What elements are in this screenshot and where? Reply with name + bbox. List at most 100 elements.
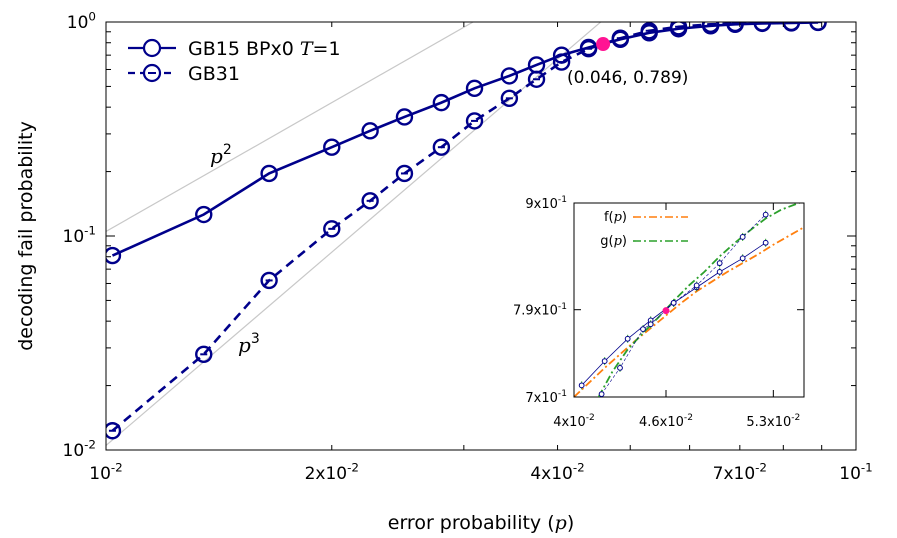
p3-label-base: p: [238, 333, 251, 357]
inset-legend-f-label: f(p): [604, 210, 627, 225]
inset-legend: f(p) g(p): [600, 210, 688, 249]
x-axis-label-text: error probability (: [388, 512, 555, 534]
inset-point-gb15: [762, 239, 769, 246]
inset-point-gb31: [762, 211, 769, 218]
inset-series: [574, 203, 804, 397]
inset-y-tick-label: 9x10-1: [525, 195, 567, 212]
data-point-gb31: [579, 40, 598, 58]
y-axis-label: decoding fail probability: [15, 121, 37, 351]
data-point-gb31: [527, 70, 546, 88]
inset-plot: 4x10-2 4.6x10-2 5.3x10-2 7x10-1 7.9x10-1 9x1…: [513, 195, 805, 430]
data-point-gb15: [106, 246, 122, 265]
reference-line-p3: [106, 22, 602, 447]
p3-label-exp: 3: [251, 331, 260, 347]
inset-point-gb15: [601, 358, 608, 365]
data-point-gb31: [669, 22, 688, 36]
x-tick-label: 4x10-2: [530, 460, 584, 484]
data-point-gb31: [552, 53, 571, 71]
inset-x-tick-label: 4.6x10-2: [639, 413, 693, 430]
x-tick-label: 2x10-2: [305, 460, 359, 484]
inset-frame: [573, 202, 805, 398]
inset-legend-f-close: ): [622, 210, 627, 225]
legend-label-gb15-var: T: [300, 38, 314, 60]
data-point-gb31: [195, 345, 213, 364]
inset-legend-g-var: p: [614, 234, 623, 249]
data-point-gb31: [640, 22, 658, 40]
crossing-point-label: (0.046, 0.789): [567, 68, 688, 88]
data-point-gb31: [432, 138, 451, 156]
x-axis-label-close: ): [567, 512, 574, 534]
legend-marker-gb15: [142, 38, 162, 58]
x-tick-label: 7x10-2: [713, 460, 767, 484]
inset-point-gb31: [640, 326, 646, 333]
data-point-gb31: [361, 192, 379, 210]
x-tick-labels: 10-2 2x10-2 4x10-2 7x10-2 10-1: [89, 460, 873, 484]
inset-point-gb15: [716, 268, 723, 275]
data-point-gb31: [323, 220, 341, 238]
inset-legend-g-close: ): [622, 234, 627, 249]
inset-legend-g-label: g(p): [600, 234, 627, 249]
inset-point-gb31: [716, 260, 723, 267]
data-point-gb31: [611, 29, 630, 47]
inset-legend-f-var: p: [614, 210, 623, 225]
inset-point-gb31: [693, 282, 700, 289]
data-point-gb31: [500, 89, 519, 108]
inset-fit-g: [597, 203, 802, 397]
inset-point-gb15: [739, 255, 746, 262]
crossing-point-marker: [596, 37, 611, 52]
p3-label: p3: [238, 331, 260, 357]
data-point-gb15: [260, 164, 278, 183]
x-tick-label: 10-2: [89, 460, 123, 484]
data-point-gb15: [465, 79, 484, 97]
inset-point-gb31: [617, 365, 623, 371]
data-point-gb31: [701, 22, 720, 34]
x-tick-label: 10-1: [839, 460, 873, 484]
data-point-gb15: [323, 138, 341, 156]
inset-y-tick-label: 7.9x10-1: [513, 302, 567, 319]
x-axis-label-var: p: [555, 512, 567, 534]
legend-label-gb15-part1: GB15 BPx0: [188, 38, 300, 60]
y-tick-labels: 10-2 10-1 100: [63, 9, 97, 461]
inset-y-tick-label: 7x10-1: [525, 389, 567, 406]
y-tick-label: 10-1: [63, 223, 97, 247]
p2-label: p2: [210, 142, 232, 168]
data-point-gb31: [260, 271, 278, 290]
data-point-gb15: [195, 205, 213, 224]
inset-point-gb31: [739, 234, 746, 240]
legend-entry-gb31: GB31: [128, 63, 240, 85]
legend-label-gb15: GB15 BPx0 T=1: [188, 38, 341, 60]
p2-label-base: p: [210, 144, 223, 168]
inset-x-tick-labels: 4x10-2 4.6x10-2 5.3x10-2: [553, 413, 800, 430]
inset-fit-f: [574, 226, 804, 397]
data-point-gb31: [465, 112, 484, 130]
inset-crossing-point: [662, 307, 670, 315]
legend-label-gb15-part3: =1: [313, 38, 341, 60]
data-point-gb31: [395, 164, 414, 183]
inset-ticks: [573, 202, 804, 398]
data-point-gb15: [500, 67, 519, 85]
inset-legend-g-base: g(: [600, 234, 613, 249]
axis-ticks: [105, 21, 857, 451]
inset-y-tick-labels: 7x10-1 7.9x10-1 9x10-1: [513, 195, 567, 406]
legend: GB15 BPx0 T=1 GB31: [128, 38, 341, 85]
inset-legend-f-base: f(: [604, 210, 614, 225]
inset-x-tick-label: 5.3x10-2: [746, 413, 800, 430]
data-point-gb15: [395, 108, 414, 126]
inset-point-gb31: [647, 321, 654, 328]
data-point-gb31: [726, 22, 744, 33]
data-point-gb15: [361, 122, 379, 140]
p2-label-exp: 2: [223, 142, 232, 158]
inset-point-gb15: [578, 382, 585, 389]
y-tick-label: 100: [67, 9, 96, 33]
series-layer: [106, 22, 827, 440]
y-tick-label: 10-2: [63, 437, 97, 461]
inset-x-tick-label: 4x10-2: [553, 413, 595, 430]
legend-label-gb31: GB31: [188, 63, 240, 85]
data-point-gb31: [106, 422, 122, 440]
x-axis-label: error probability (p): [388, 512, 574, 534]
data-point-gb15: [432, 93, 451, 112]
legend-entry-gb15: GB15 BPx0 T=1: [128, 38, 341, 60]
inset-point-gb31: [670, 300, 677, 306]
inset-point-gb31: [598, 391, 605, 397]
